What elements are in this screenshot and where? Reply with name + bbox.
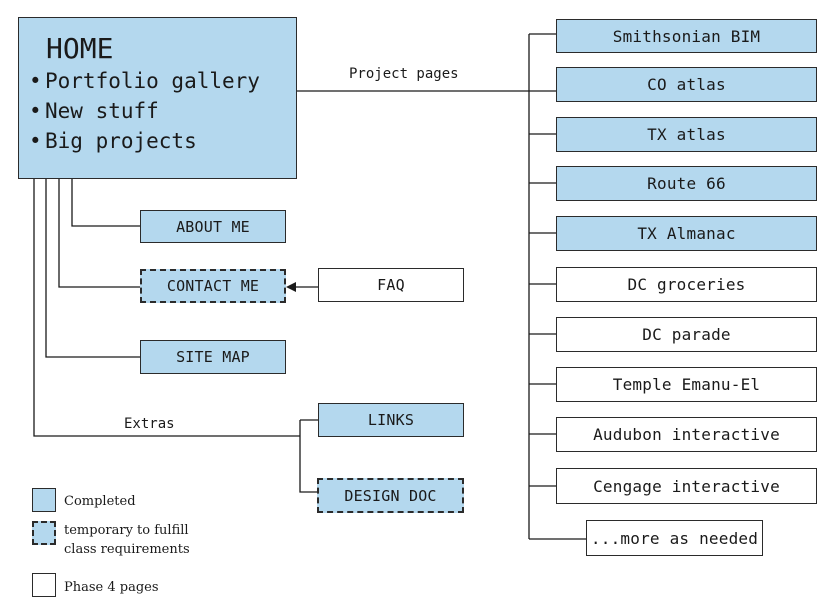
project-co-atlas: CO atlas xyxy=(556,67,817,102)
legend-temporary-label: temporary to fulfill class requirements xyxy=(64,521,190,559)
legend-temporary-line1: temporary to fulfill xyxy=(64,523,189,538)
legend-completed-swatch xyxy=(32,488,56,512)
about-connector xyxy=(71,179,140,227)
legend-phase4-label: Phase 4 pages xyxy=(64,580,159,595)
extras-connector xyxy=(33,179,300,437)
legend-temporary-line2: class requirements xyxy=(64,542,190,557)
legend-phase4-swatch xyxy=(32,573,56,597)
links-box: LINKS xyxy=(318,403,464,437)
legend-completed-label: Completed xyxy=(64,494,136,509)
project-dc-parade: DC parade xyxy=(556,317,817,352)
bullet-icon: • xyxy=(29,129,42,153)
project-cengage-interactive: Cengage interactive xyxy=(556,468,817,504)
contact-me-box: CONTACT ME xyxy=(140,269,286,303)
project-more-as-needed: ...more as needed xyxy=(586,520,763,556)
home-item-big-projects: •Big projects xyxy=(29,126,296,156)
design-doc-connector xyxy=(299,420,318,493)
site-map-box: SITE MAP xyxy=(140,340,286,374)
project-temple-emanu-el: Temple Emanu-El xyxy=(556,367,817,402)
project-dc-groceries: DC groceries xyxy=(556,267,817,302)
bullet-icon: • xyxy=(29,99,42,123)
project-route-66: Route 66 xyxy=(556,166,817,201)
bullet-icon: • xyxy=(29,69,42,93)
faq-arrowhead xyxy=(286,282,296,292)
legend-temporary-swatch xyxy=(32,521,56,545)
about-me-box: ABOUT ME xyxy=(140,210,286,243)
faq-box: FAQ xyxy=(318,268,464,302)
home-item-portfolio: •Portfolio gallery xyxy=(29,66,296,96)
project-tx-almanac: TX Almanac xyxy=(556,216,817,251)
home-item-new-stuff: •New stuff xyxy=(29,96,296,126)
extras-label: Extras xyxy=(124,416,175,432)
project-tx-atlas: TX atlas xyxy=(556,117,817,152)
project-smithsonian-bim: Smithsonian BIM xyxy=(556,19,817,53)
project-pages-label: Project pages xyxy=(349,66,459,82)
design-doc-box: DESIGN DOC xyxy=(317,478,464,513)
sitemap-connector xyxy=(45,179,140,358)
project-audubon-interactive: Audubon interactive xyxy=(556,417,817,452)
contact-connector xyxy=(58,179,140,288)
home-title: HOME xyxy=(46,32,114,65)
home-box: HOME •Portfolio gallery •New stuff •Big … xyxy=(18,17,297,179)
